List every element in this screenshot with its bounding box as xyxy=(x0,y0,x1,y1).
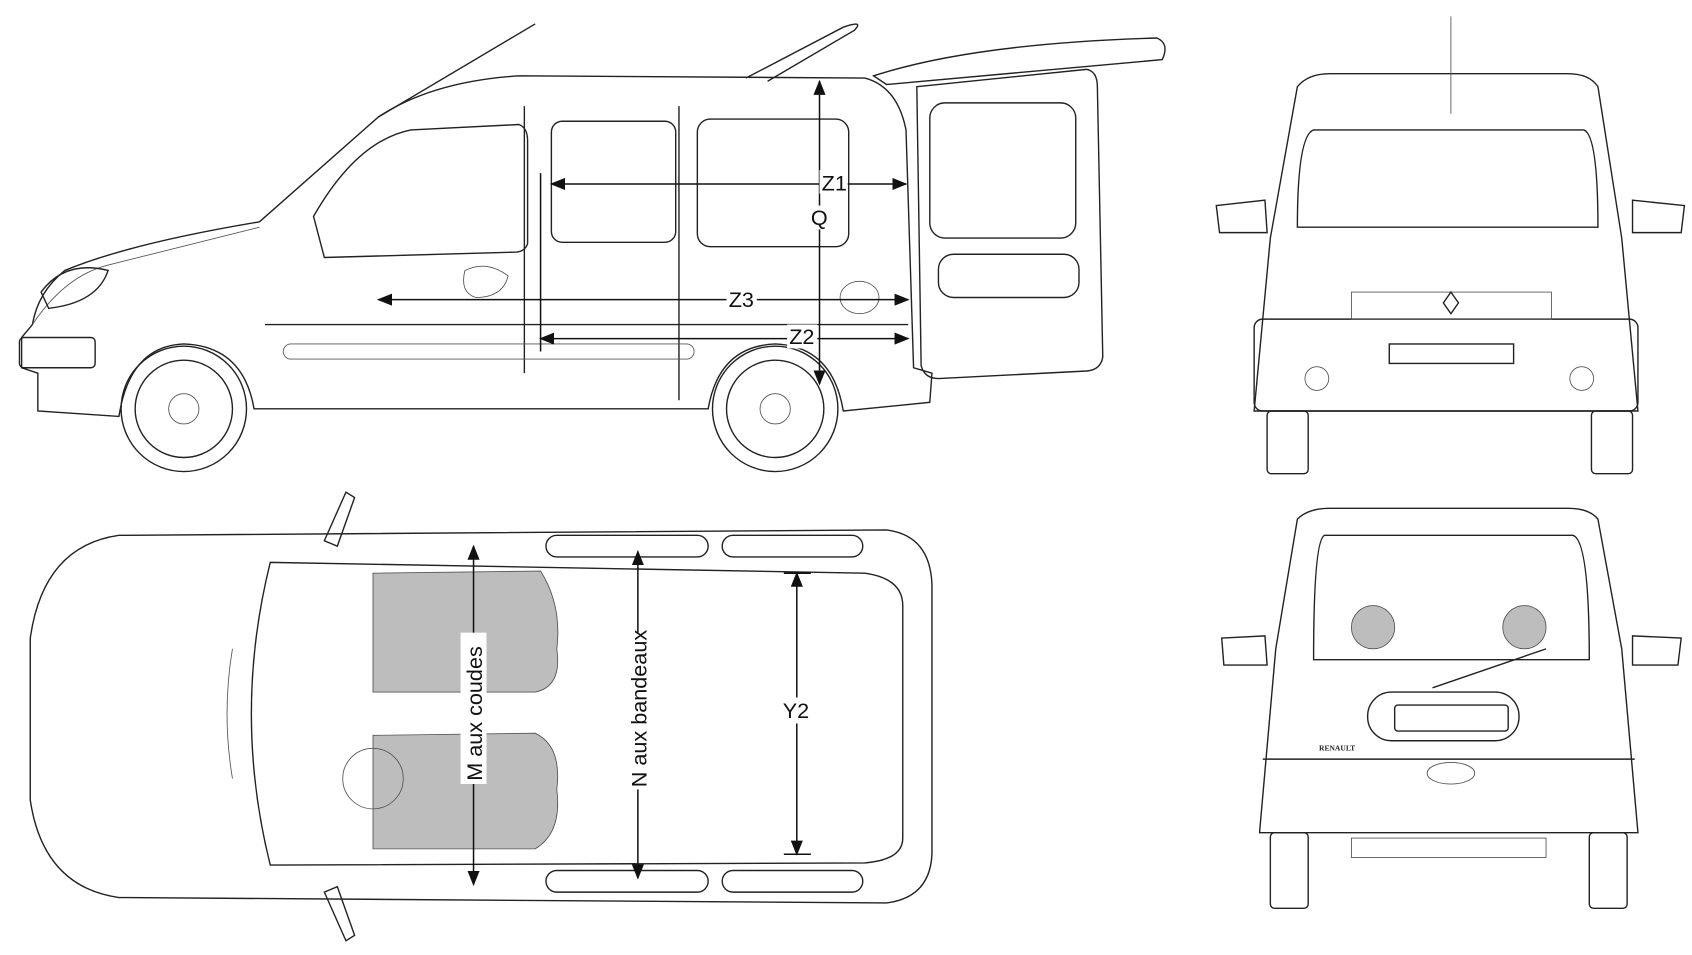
rear-wheel xyxy=(711,345,839,473)
z3-label: Z3 xyxy=(729,287,754,312)
n-label: N aux bandeaux xyxy=(627,630,652,788)
z2-label: Z2 xyxy=(789,324,814,349)
headlight xyxy=(40,267,110,310)
top-body-outline xyxy=(29,529,933,904)
front-seat-left xyxy=(372,570,559,693)
rear-view: RENAULT xyxy=(1220,507,1682,910)
y2-label: Y2 xyxy=(783,698,809,723)
open-rear-door xyxy=(745,23,1166,380)
front-door-window xyxy=(312,123,529,259)
left-mirror xyxy=(323,491,356,548)
renault-logo-front xyxy=(1442,290,1460,315)
q-label: Q xyxy=(811,205,828,230)
right-mirror xyxy=(323,885,356,942)
side-body-outline xyxy=(20,75,933,418)
renault-badge: RENAULT xyxy=(1319,743,1355,752)
rear-window xyxy=(1312,534,1590,661)
front-view xyxy=(1215,16,1686,475)
z1-label: Z1 xyxy=(822,170,847,195)
front-seat-right xyxy=(372,732,559,850)
top-view: M aux coudes N aux bandeaux Y2 xyxy=(29,491,933,942)
side-view: Z1 Q Z3 Z2 xyxy=(18,23,1166,473)
m-label: M aux coudes xyxy=(462,646,487,781)
windshield xyxy=(1296,129,1599,228)
sliding-door-window xyxy=(550,120,677,244)
front-wheel xyxy=(120,345,248,473)
side-dimensions: Z1 Q Z3 Z2 xyxy=(376,79,910,386)
roof-antenna xyxy=(378,23,536,118)
